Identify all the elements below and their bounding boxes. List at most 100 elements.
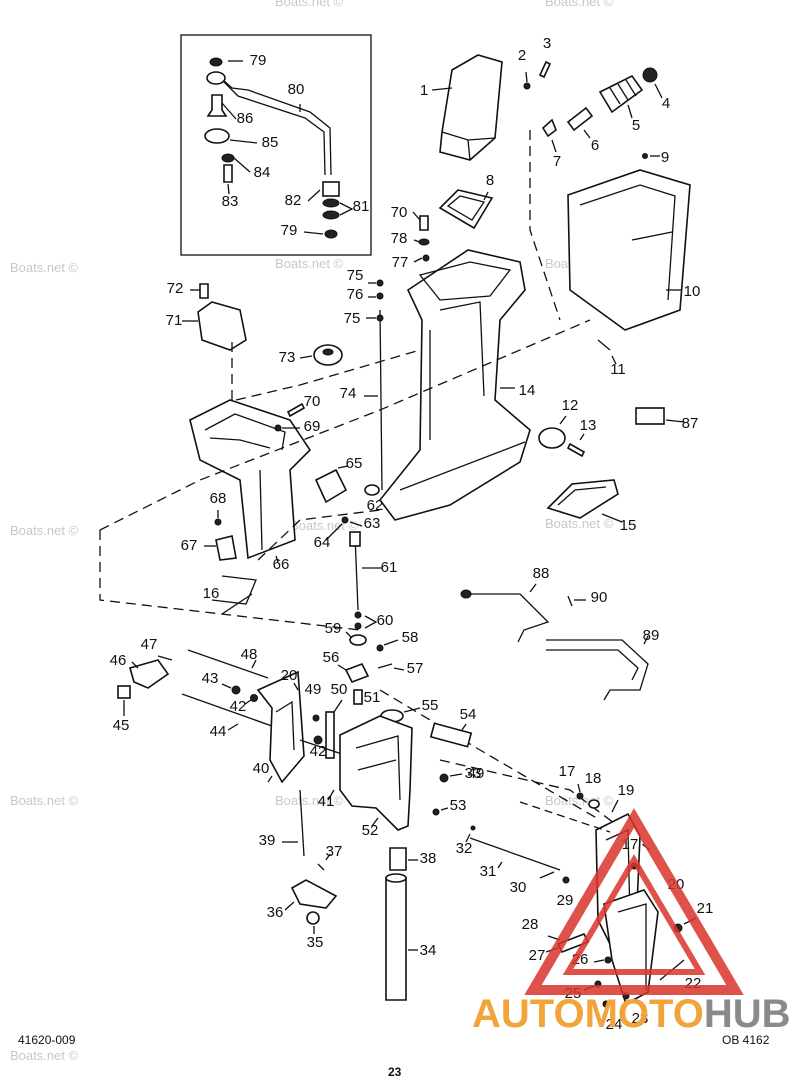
nut-24 <box>602 1000 610 1008</box>
watermark: Boats.net © <box>275 0 344 9</box>
part-label-67: 67 <box>181 537 198 554</box>
leader <box>413 239 421 243</box>
leader <box>337 664 347 671</box>
shift-rod-74 <box>379 309 383 491</box>
part-label-6: 6 <box>591 137 599 154</box>
screw-70 <box>419 215 429 231</box>
washer-2 <box>523 82 531 90</box>
leader <box>284 901 295 911</box>
part-label-15: 15 <box>620 517 637 534</box>
part-label-71: 71 <box>166 312 183 329</box>
part-label-42b: 42 <box>310 743 327 760</box>
part-label-24: 24 <box>606 1016 623 1033</box>
part-label-58: 58 <box>402 629 419 646</box>
part-label-11: 11 <box>610 361 626 378</box>
leader <box>431 87 453 91</box>
clamp-bracket-20-edge <box>275 700 295 751</box>
housing-edge <box>439 301 485 397</box>
pin-11 <box>597 339 611 351</box>
leader <box>497 861 503 869</box>
part-label-30: 30 <box>510 879 527 896</box>
leader <box>577 783 581 793</box>
part-label-37: 37 <box>326 843 343 860</box>
dashed-line <box>235 349 421 401</box>
part-label-33: 33 <box>465 765 482 782</box>
nut-79b <box>324 229 338 239</box>
part-label-53: 53 <box>450 797 467 814</box>
lever-56 <box>344 662 370 684</box>
clamp-bracket-20b-edge <box>617 903 647 990</box>
shift-parts <box>337 531 473 748</box>
leader <box>449 773 463 777</box>
part-label-78: 78 <box>391 230 408 247</box>
bracket-50 <box>325 711 335 759</box>
nut-79 <box>209 57 223 67</box>
bracket-16-line <box>211 575 257 605</box>
leader <box>551 139 557 153</box>
part-label-20a: 20 <box>281 667 298 684</box>
part-label-84: 84 <box>254 164 271 181</box>
leader <box>229 139 258 144</box>
seal-15-inner <box>557 486 607 506</box>
part-label-3: 3 <box>543 35 551 52</box>
nut-45 <box>117 685 131 699</box>
pin-51 <box>353 689 363 705</box>
part-label-75b: 75 <box>344 310 361 327</box>
leader <box>413 257 423 263</box>
swivel-bracket-edge <box>355 735 401 801</box>
part-label-16: 16 <box>203 585 220 602</box>
logo-triangle <box>524 808 744 995</box>
bracket-85 <box>204 128 230 144</box>
leader <box>303 231 324 235</box>
part-label-44: 44 <box>210 723 227 740</box>
seal-15 <box>546 479 619 519</box>
gasket-8-inner <box>446 195 486 221</box>
leader <box>539 871 555 879</box>
screw-49b <box>439 773 449 783</box>
part-label-17a: 17 <box>559 763 576 780</box>
shift-shaft-61-head <box>349 531 361 547</box>
watermarks: Boats.net © Boats.net © Boats.net © Boat… <box>10 0 614 1063</box>
boot-ribs <box>609 79 637 105</box>
part-label-38: 38 <box>420 850 437 867</box>
leader <box>299 355 313 359</box>
decal-87 <box>635 407 665 425</box>
screw-68 <box>214 518 222 526</box>
screw-9 <box>642 153 648 159</box>
screw-16 <box>221 593 253 615</box>
washer-81b <box>322 210 340 220</box>
lower-cowl-edge <box>631 231 673 241</box>
part-label-13: 13 <box>580 417 597 434</box>
leader <box>349 521 363 527</box>
nut-4 <box>642 67 658 83</box>
clip-7 <box>541 118 557 138</box>
part-label-5: 5 <box>632 117 640 134</box>
pin-47 <box>157 655 173 661</box>
nut-75b <box>376 314 384 322</box>
part-label-10: 10 <box>684 283 701 300</box>
ball-stud-86 <box>206 94 228 117</box>
part-label-47: 47 <box>141 636 158 653</box>
bracket-65 <box>314 468 348 504</box>
part-label-82: 82 <box>285 192 302 209</box>
connector-62 <box>364 484 380 496</box>
part-label-74: 74 <box>340 385 357 402</box>
housing-14 <box>378 249 531 521</box>
boot-5 <box>598 74 644 114</box>
nut-35 <box>306 911 320 925</box>
leader <box>275 555 279 563</box>
part-label-66: 66 <box>273 556 290 573</box>
watermark: Boats.net © <box>275 256 344 271</box>
leader <box>654 83 663 99</box>
page-number: 23 <box>388 1065 402 1076</box>
screw-49 <box>312 714 320 722</box>
watermark: Boats.net © <box>275 793 344 808</box>
leader <box>251 659 257 669</box>
part-label-52: 52 <box>362 822 379 839</box>
leader <box>371 817 379 827</box>
watermark: Boats.net © <box>10 1048 79 1063</box>
leader <box>325 523 343 541</box>
spring-6 <box>566 106 594 132</box>
leader <box>383 639 399 646</box>
leader <box>293 682 299 691</box>
